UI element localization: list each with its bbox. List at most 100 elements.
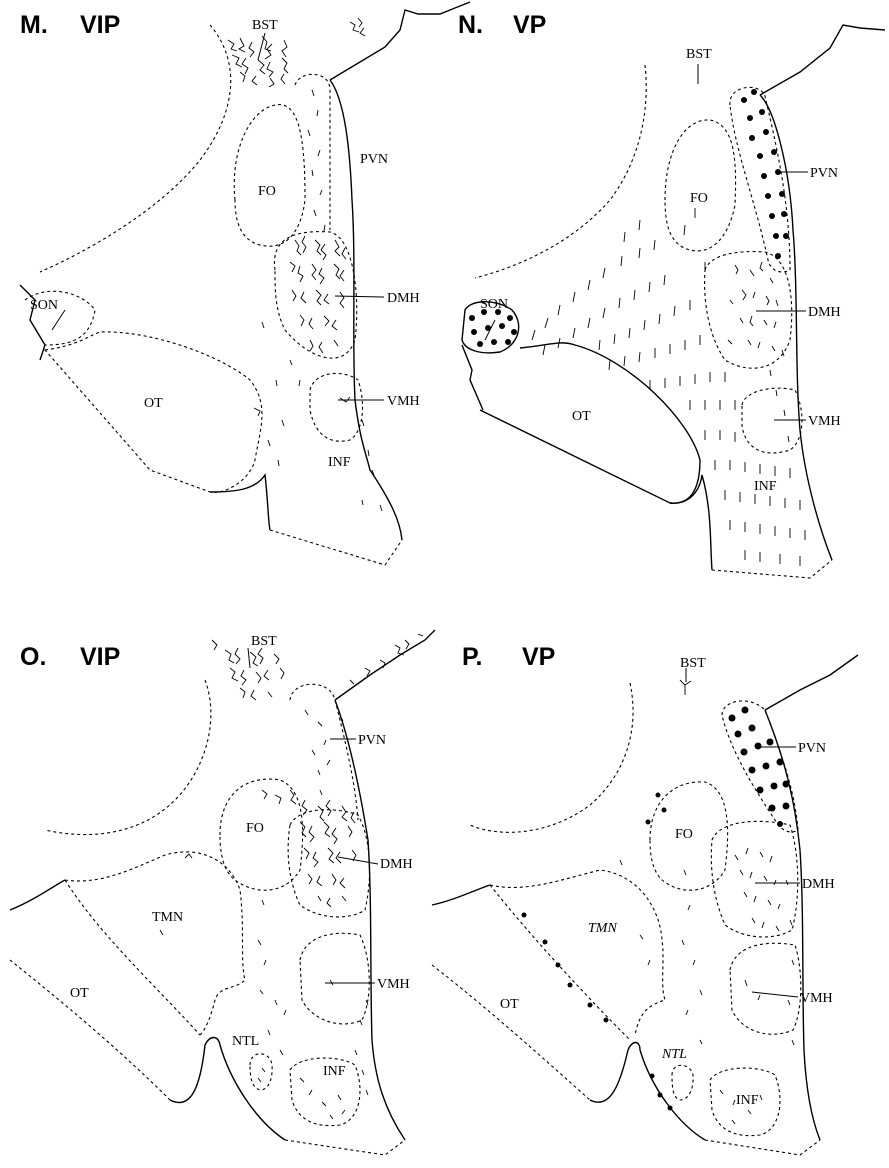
p-top-right-outline xyxy=(765,655,858,710)
p-vmh-outline xyxy=(730,943,801,1034)
p-fo-brain-boundary xyxy=(470,683,633,832)
p-ntl-outline xyxy=(672,1065,693,1100)
n-label-bst: BST xyxy=(686,47,712,62)
o-label-ntl: NTL xyxy=(232,1034,259,1049)
n-label-son: SON xyxy=(480,297,508,312)
m-label-bst: BST xyxy=(252,18,278,33)
p-label-vmh: VMH xyxy=(800,991,833,1006)
o-bst-leader xyxy=(248,648,250,668)
n-fo-outline xyxy=(665,120,736,251)
panel-m-stain: VIP xyxy=(80,11,120,39)
m-son-leader xyxy=(52,310,65,330)
o-label-pvn: PVN xyxy=(358,733,386,748)
m-label-son: SON xyxy=(30,298,58,313)
n-dmh-outline xyxy=(705,252,792,369)
n-son-cell-dots xyxy=(469,309,517,347)
m-label-vmh: VMH xyxy=(387,394,420,409)
panel-n-letter: N. xyxy=(458,11,483,39)
n-fiber-tracts xyxy=(532,208,805,566)
n-vmh-outline xyxy=(742,388,802,453)
panel-o: O. VIP BST PVN FO DMH TMN OT VMH NTL INF xyxy=(10,630,435,1155)
m-label-fo: FO xyxy=(258,184,276,199)
m-inf-base xyxy=(270,530,402,565)
m-fo-outline xyxy=(234,105,305,247)
p-pvn-cell-dots xyxy=(729,707,790,828)
p-label-pvn: PVN xyxy=(798,741,826,756)
panel-n: N. VP xyxy=(458,11,885,578)
o-dmh-fibers xyxy=(262,790,356,907)
n-dmh-fibers xyxy=(728,262,789,442)
o-vmh-outline xyxy=(300,933,369,1024)
m-label-ot: OT xyxy=(144,396,163,411)
o-label-tmn: TMN xyxy=(152,910,183,925)
p-left-edge xyxy=(432,885,490,905)
n-pvn-outline xyxy=(730,87,790,272)
p-ventricle-wall xyxy=(765,710,820,1140)
o-ntl-outline xyxy=(250,1054,272,1090)
n-label-dmh: DMH xyxy=(808,305,841,320)
m-dmh-leader xyxy=(335,296,384,297)
m-scattered-fibers xyxy=(254,322,382,511)
n-top-right-outline xyxy=(760,25,885,95)
p-inf-base xyxy=(705,1140,820,1155)
n-inf-base xyxy=(712,560,832,578)
o-label-inf: INF xyxy=(323,1064,346,1079)
m-bst-leader xyxy=(258,33,265,60)
p-ot-ventral xyxy=(590,1043,705,1141)
p-label-dmh: DMH xyxy=(802,877,835,892)
p-label-bst: BST xyxy=(680,656,706,671)
panel-m-letter: M. xyxy=(20,11,48,39)
panel-o-stain: VIP xyxy=(80,643,120,671)
o-left-edge xyxy=(10,880,65,910)
panel-p-stain: VP xyxy=(522,643,555,671)
o-ot-ventral xyxy=(170,1038,285,1141)
n-fo-brain-boundary xyxy=(475,65,646,278)
o-dmh-leader xyxy=(338,857,378,864)
m-label-inf: INF xyxy=(328,455,351,470)
o-tmn-outline xyxy=(65,852,245,1035)
o-label-dmh: DMH xyxy=(380,857,413,872)
m-bst-fibers xyxy=(228,18,365,87)
m-ventricle-wall xyxy=(330,80,402,540)
o-top-right-outline xyxy=(335,630,435,700)
n-label-pvn: PVN xyxy=(810,166,838,181)
p-ot-outline xyxy=(432,885,630,1100)
o-scattered-fibers xyxy=(160,854,368,1119)
m-label-pvn: PVN xyxy=(360,152,388,167)
n-label-fo: FO xyxy=(690,191,708,206)
p-vmh-leader xyxy=(752,992,798,997)
p-label-ot: OT xyxy=(500,997,519,1012)
n-label-inf: INF xyxy=(754,479,777,494)
p-label-inf: INF xyxy=(736,1093,759,1108)
n-label-ot: OT xyxy=(572,409,591,424)
m-fo-brain-boundary xyxy=(40,25,231,272)
o-pvn-outline xyxy=(290,684,358,820)
o-fo-brain-boundary xyxy=(45,680,211,835)
m-ot-ventral xyxy=(210,475,270,530)
panel-p-letter: P. xyxy=(462,643,482,671)
panel-p: P. VP xyxy=(432,643,858,1155)
n-ot-ventral xyxy=(670,475,712,570)
o-label-bst: BST xyxy=(251,634,277,649)
p-label-fo: FO xyxy=(675,827,693,842)
m-left-edge xyxy=(20,285,45,360)
m-dmh-fibers xyxy=(290,236,346,353)
p-label-ntl: NTL xyxy=(661,1047,687,1062)
o-label-vmh: VMH xyxy=(377,977,410,992)
m-label-dmh: DMH xyxy=(387,291,420,306)
o-bst-fibers xyxy=(212,634,423,700)
m-ot-outline xyxy=(45,332,262,492)
m-pvn-outline xyxy=(295,74,330,230)
o-pvn-fibers xyxy=(305,710,343,795)
o-label-fo: FO xyxy=(246,821,264,836)
m-top-right-outline xyxy=(330,2,470,80)
m-dmh-outline xyxy=(274,232,356,358)
m-pvn-fibers xyxy=(308,90,325,231)
p-dmh-outline xyxy=(711,821,797,937)
panel-m: M. VIP BST PVN FO SON DMH OT VMH INF xyxy=(20,2,470,565)
panel-o-letter: O. xyxy=(20,643,46,671)
panel-n-stain: VP xyxy=(513,11,546,39)
n-label-vmh: VMH xyxy=(808,414,841,429)
o-label-ot: OT xyxy=(70,986,89,1001)
